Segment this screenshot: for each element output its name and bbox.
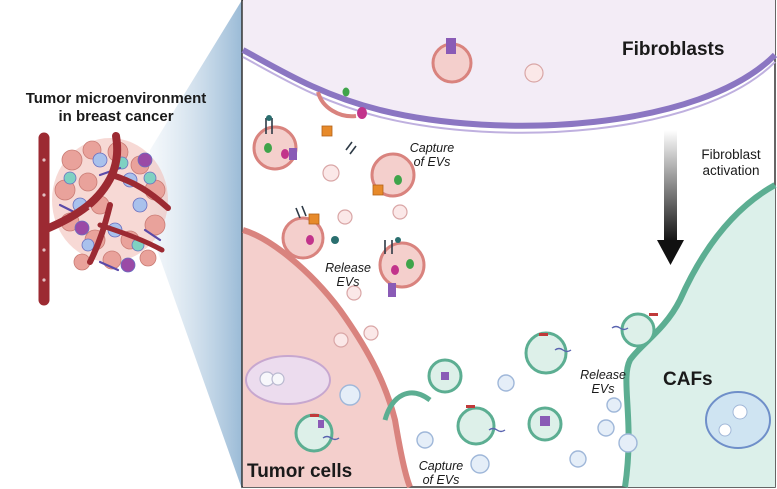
zoom-cone xyxy=(150,0,242,489)
release-evs-left-label: Release EVs xyxy=(320,261,376,289)
blue-evs xyxy=(339,374,638,474)
capture-evs-bottom-label: Capture of EVs xyxy=(413,459,469,487)
tumor-cluster xyxy=(38,132,171,306)
capture-top-line-2: of EVs xyxy=(413,155,451,169)
tumor-cells-label: Tumor cells xyxy=(247,461,353,482)
title: Tumor microenvironment in breast cancer xyxy=(0,90,232,126)
caf-membrane xyxy=(622,182,777,488)
activation-line-1: Fibroblast xyxy=(701,147,761,162)
release-right-line-2: EVs xyxy=(591,382,615,396)
cafs-label: CAFs xyxy=(663,369,713,390)
trafficking-evs xyxy=(259,371,285,387)
capture-evs-top-label: Capture of EVs xyxy=(404,141,460,169)
release-left-line-2: EVs xyxy=(336,275,360,289)
release-left-line-1: Release xyxy=(325,261,371,275)
small-evs xyxy=(322,63,544,348)
activation-line-2: activation xyxy=(702,163,760,178)
capture-bottom-line-2: of EVs xyxy=(422,473,460,487)
title-line-1: Tumor microenvironment xyxy=(25,90,207,107)
tumor-membrane xyxy=(242,227,413,489)
blood-vessel xyxy=(38,132,171,306)
activation-arrow-shaft xyxy=(664,130,677,242)
release-evs-right-label: Release EVs xyxy=(575,368,631,396)
fibroblast-membrane xyxy=(241,47,777,129)
activation-arrow-head xyxy=(657,240,684,265)
tumor-cell xyxy=(243,230,410,487)
release-right-line-1: Release xyxy=(580,368,626,382)
fibroblast-activation-label: Fibroblast activation xyxy=(686,147,776,179)
capture-bottom-line-1: Capture xyxy=(418,459,464,473)
capture-top-line-1: Capture xyxy=(409,141,455,155)
fibroblasts-label: Fibroblasts xyxy=(622,39,725,60)
title-line-2: in breast cancer xyxy=(58,108,174,125)
zoom-panel-content xyxy=(241,0,777,489)
tumor-evs xyxy=(252,42,473,289)
fibroblast-cell xyxy=(243,0,775,126)
